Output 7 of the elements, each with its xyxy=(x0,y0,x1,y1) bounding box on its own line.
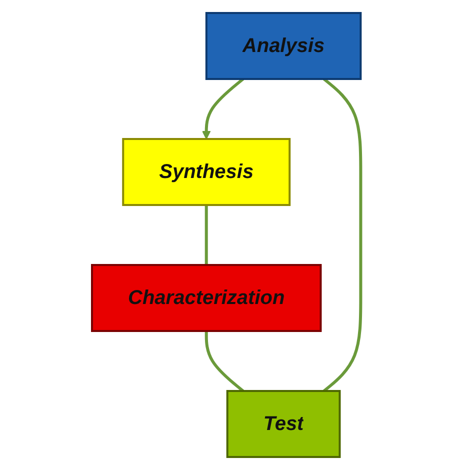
node-box: Analysis xyxy=(205,12,362,80)
connector xyxy=(204,205,208,265)
node-box: Synthesis xyxy=(122,138,290,206)
node-box: Characterization xyxy=(90,264,322,332)
connector xyxy=(322,78,362,392)
connector xyxy=(204,331,244,392)
arrow xyxy=(202,78,244,140)
